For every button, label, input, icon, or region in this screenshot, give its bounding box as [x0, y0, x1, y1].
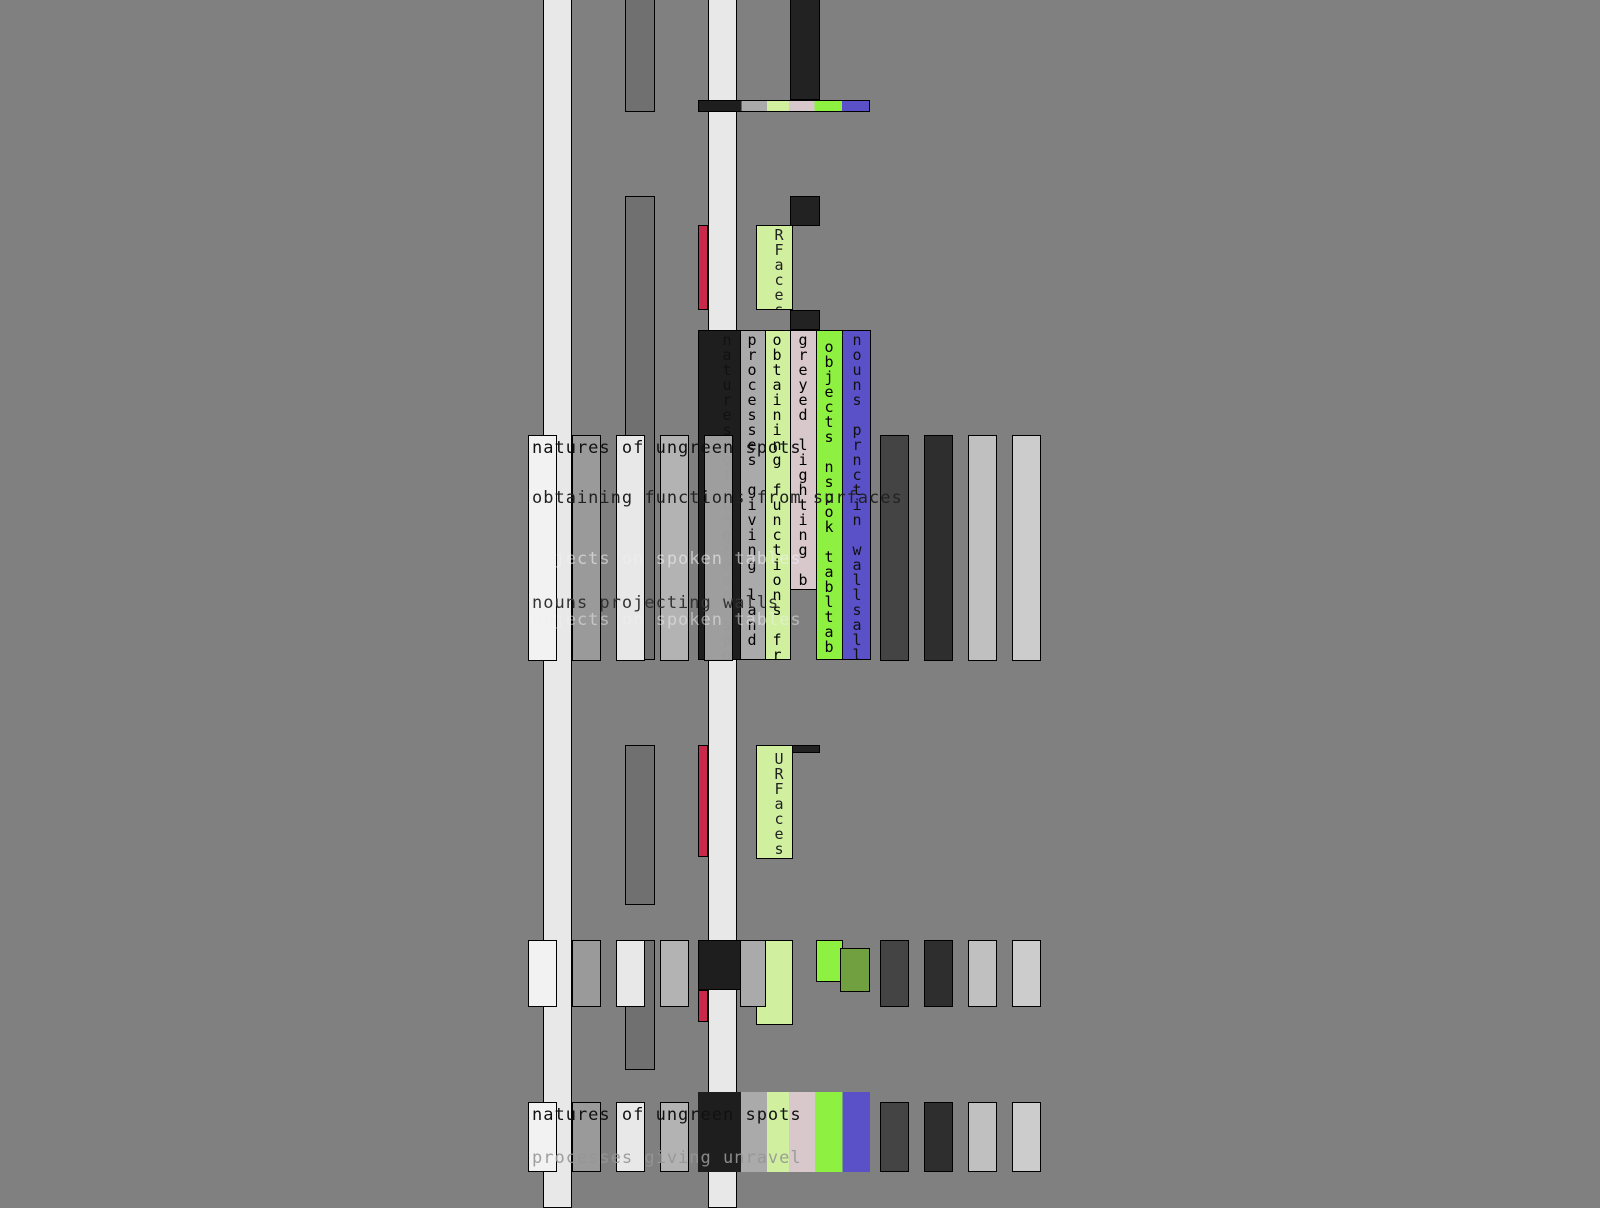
bar — [880, 940, 909, 1007]
bar — [740, 940, 766, 1007]
bar — [616, 435, 645, 661]
label-natures-bottom: natures of ungreen spots — [532, 1105, 802, 1125]
strip-dark-2 — [790, 196, 820, 226]
label-nouns: nouns projecting walls — [532, 593, 780, 613]
strip-grey-1 — [625, 0, 655, 112]
bar — [1012, 1102, 1041, 1172]
strip-dark-1 — [790, 0, 820, 100]
strip-dark-4 — [790, 745, 820, 753]
bar — [968, 940, 997, 1007]
red-strip-1 — [698, 225, 708, 310]
bar — [924, 940, 953, 1007]
bar — [660, 435, 689, 661]
strip-dark-3 — [790, 310, 820, 330]
bar — [616, 940, 645, 1007]
bar — [924, 435, 953, 661]
bar — [816, 940, 843, 982]
bar — [880, 1102, 909, 1172]
column-nouns[interactable]: nouns prnctin wallsall — [842, 330, 871, 660]
header-strip — [698, 100, 870, 112]
red-strip-3 — [698, 990, 708, 1022]
bar — [660, 1102, 689, 1172]
bar — [968, 1102, 997, 1172]
column-objects[interactable]: objects nspok tabltab — [816, 330, 843, 660]
bar — [698, 940, 741, 990]
label-objects-echo: objects on spoken tables — [532, 610, 802, 630]
surfaces-fragment-2: URFaces — [756, 745, 793, 859]
bar — [968, 435, 997, 661]
bar — [1012, 940, 1041, 1007]
bar — [528, 435, 557, 661]
bar — [572, 435, 601, 661]
bar — [840, 948, 870, 992]
bar — [1012, 435, 1041, 661]
bar — [660, 940, 689, 1007]
bar — [924, 1102, 953, 1172]
strip-grey-3 — [625, 745, 655, 905]
bar — [528, 1102, 557, 1172]
red-strip-2 — [698, 745, 708, 857]
surfaces-fragment-1: RFaces — [756, 225, 793, 310]
bar — [880, 435, 909, 661]
bar — [572, 940, 601, 1007]
bar — [572, 1102, 601, 1172]
label-objects: objects on spoken tables — [532, 549, 802, 569]
label-processes-bottom: processes giving unravel — [532, 1148, 802, 1168]
bar — [616, 1102, 645, 1172]
column-greyed[interactable]: greyed lighting bogs — [790, 330, 817, 590]
label-natures: natures of ungreen spots — [532, 438, 802, 458]
bar — [704, 435, 733, 661]
label-obtaining: obtaining functions from surfaces — [532, 488, 903, 508]
bar — [528, 940, 557, 1007]
bottom-header-strip — [698, 1092, 870, 1172]
